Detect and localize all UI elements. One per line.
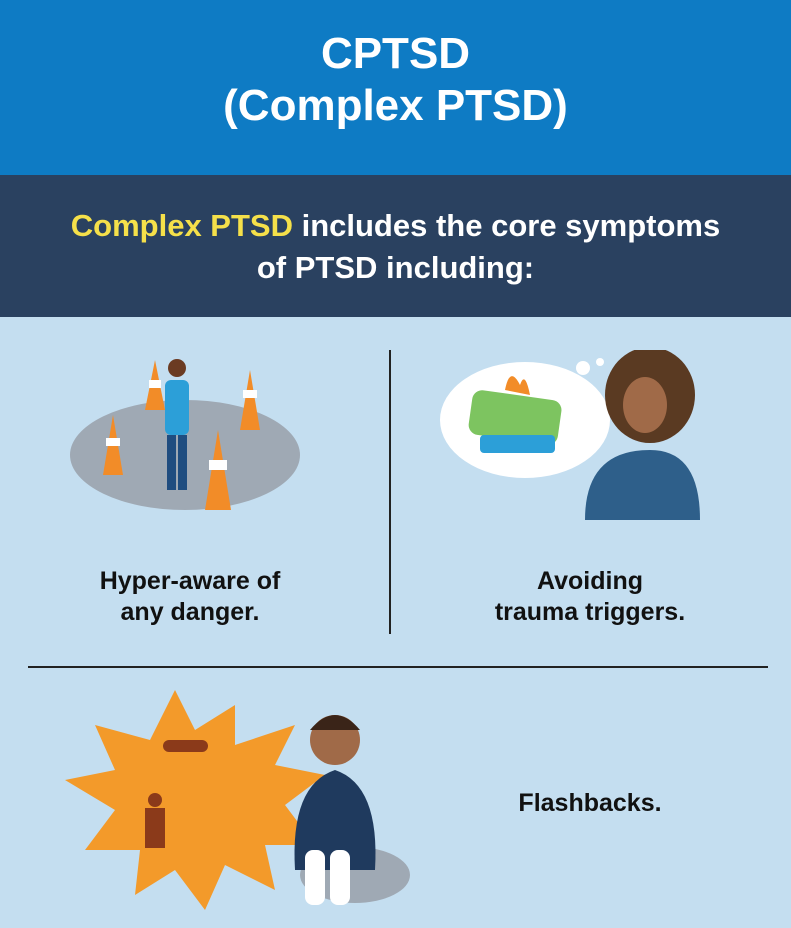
symptom-hyper-aware: Hyper-aware of any danger.: [60, 566, 320, 628]
avoiding-triggers-icon: [440, 350, 700, 520]
horizontal-divider: [28, 666, 768, 668]
cones-illustration-icon: [70, 359, 300, 510]
flashback-illustration-icon: [65, 690, 410, 910]
subtitle: Complex PTSD includes the core symptoms …: [0, 175, 791, 317]
caption-line: any danger.: [120, 598, 260, 626]
subtitle-highlight: Complex PTSD: [70, 208, 293, 243]
subtitle-line-2: of PTSD including:: [256, 250, 535, 285]
symptom-avoiding-triggers: Avoiding trauma triggers.: [450, 566, 730, 628]
page-title: CPTSD (Complex PTSD): [0, 0, 791, 175]
caption-line: Avoiding: [536, 567, 643, 595]
subtitle-line-1: includes the core symptoms: [292, 208, 721, 243]
title-line-1: CPTSD: [320, 29, 471, 78]
symptom-flashbacks: Flashbacks.: [518, 789, 662, 817]
title-line-2: (Complex PTSD): [223, 81, 568, 130]
caption-line: Hyper-aware of: [99, 567, 281, 595]
vertical-divider: [389, 350, 391, 634]
caption-line: trauma triggers.: [494, 598, 686, 626]
